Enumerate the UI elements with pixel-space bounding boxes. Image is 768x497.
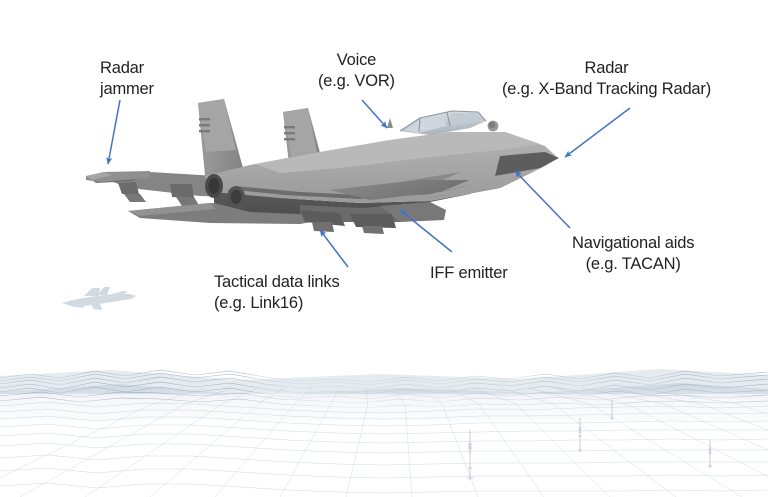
arrow-navigational-aids (514, 170, 571, 229)
arrow-tactical-data-links (319, 229, 349, 268)
callout-radar: Radar (e.g. X-Band Tracking Radar) (502, 58, 711, 100)
callout-iff-emitter: IFF emitter (430, 263, 508, 284)
cockpit-canopy (387, 110, 499, 135)
callout-tactical-data-links-line1: Tactical data links (214, 273, 340, 291)
antenna-tower-1 (467, 430, 473, 480)
callout-radar-line2: (e.g. X-Band Tracking Radar) (502, 80, 711, 99)
antenna-tower-2 (578, 418, 582, 452)
vertical-tail-fins (198, 99, 330, 190)
arrow-iff-emitter (399, 209, 453, 253)
callout-radar-jammer: Radar jammer (100, 58, 154, 100)
antenna-tower-3 (708, 440, 712, 468)
callout-radar-jammer-line1: Radar (100, 59, 144, 77)
callout-radar-line1: Radar (584, 59, 629, 77)
callout-navigational-aids-line2: (e.g. TACAN) (585, 255, 681, 274)
fuselage (205, 132, 559, 215)
callout-navigational-aids: Navigational aids (e.g. TACAN) (572, 233, 694, 275)
callout-radar-jammer-line2: jammer (100, 80, 154, 99)
callout-voice-line2: (e.g. VOR) (318, 72, 395, 91)
arrow-voice (361, 99, 388, 129)
arrow-radar (564, 107, 631, 158)
callout-voice-line1: Voice (336, 51, 377, 69)
arrow-radar-jammer (106, 99, 121, 165)
callout-tactical-data-links: Tactical data links (e.g. Link16) (214, 272, 340, 314)
engine-nacelles (300, 202, 446, 234)
wingtip-jammer-pod (86, 171, 150, 182)
exhaust-nozzles (205, 174, 245, 208)
callout-tactical-data-links-line2: (e.g. Link16) (214, 294, 304, 313)
antenna-tower-4 (610, 400, 614, 420)
callout-voice: Voice (e.g. VOR) (318, 50, 395, 92)
right-wing-group (330, 180, 470, 200)
callout-iff-emitter-line1: IFF emitter (430, 264, 508, 282)
callout-navigational-aids-line1: Navigational aids (572, 234, 695, 252)
